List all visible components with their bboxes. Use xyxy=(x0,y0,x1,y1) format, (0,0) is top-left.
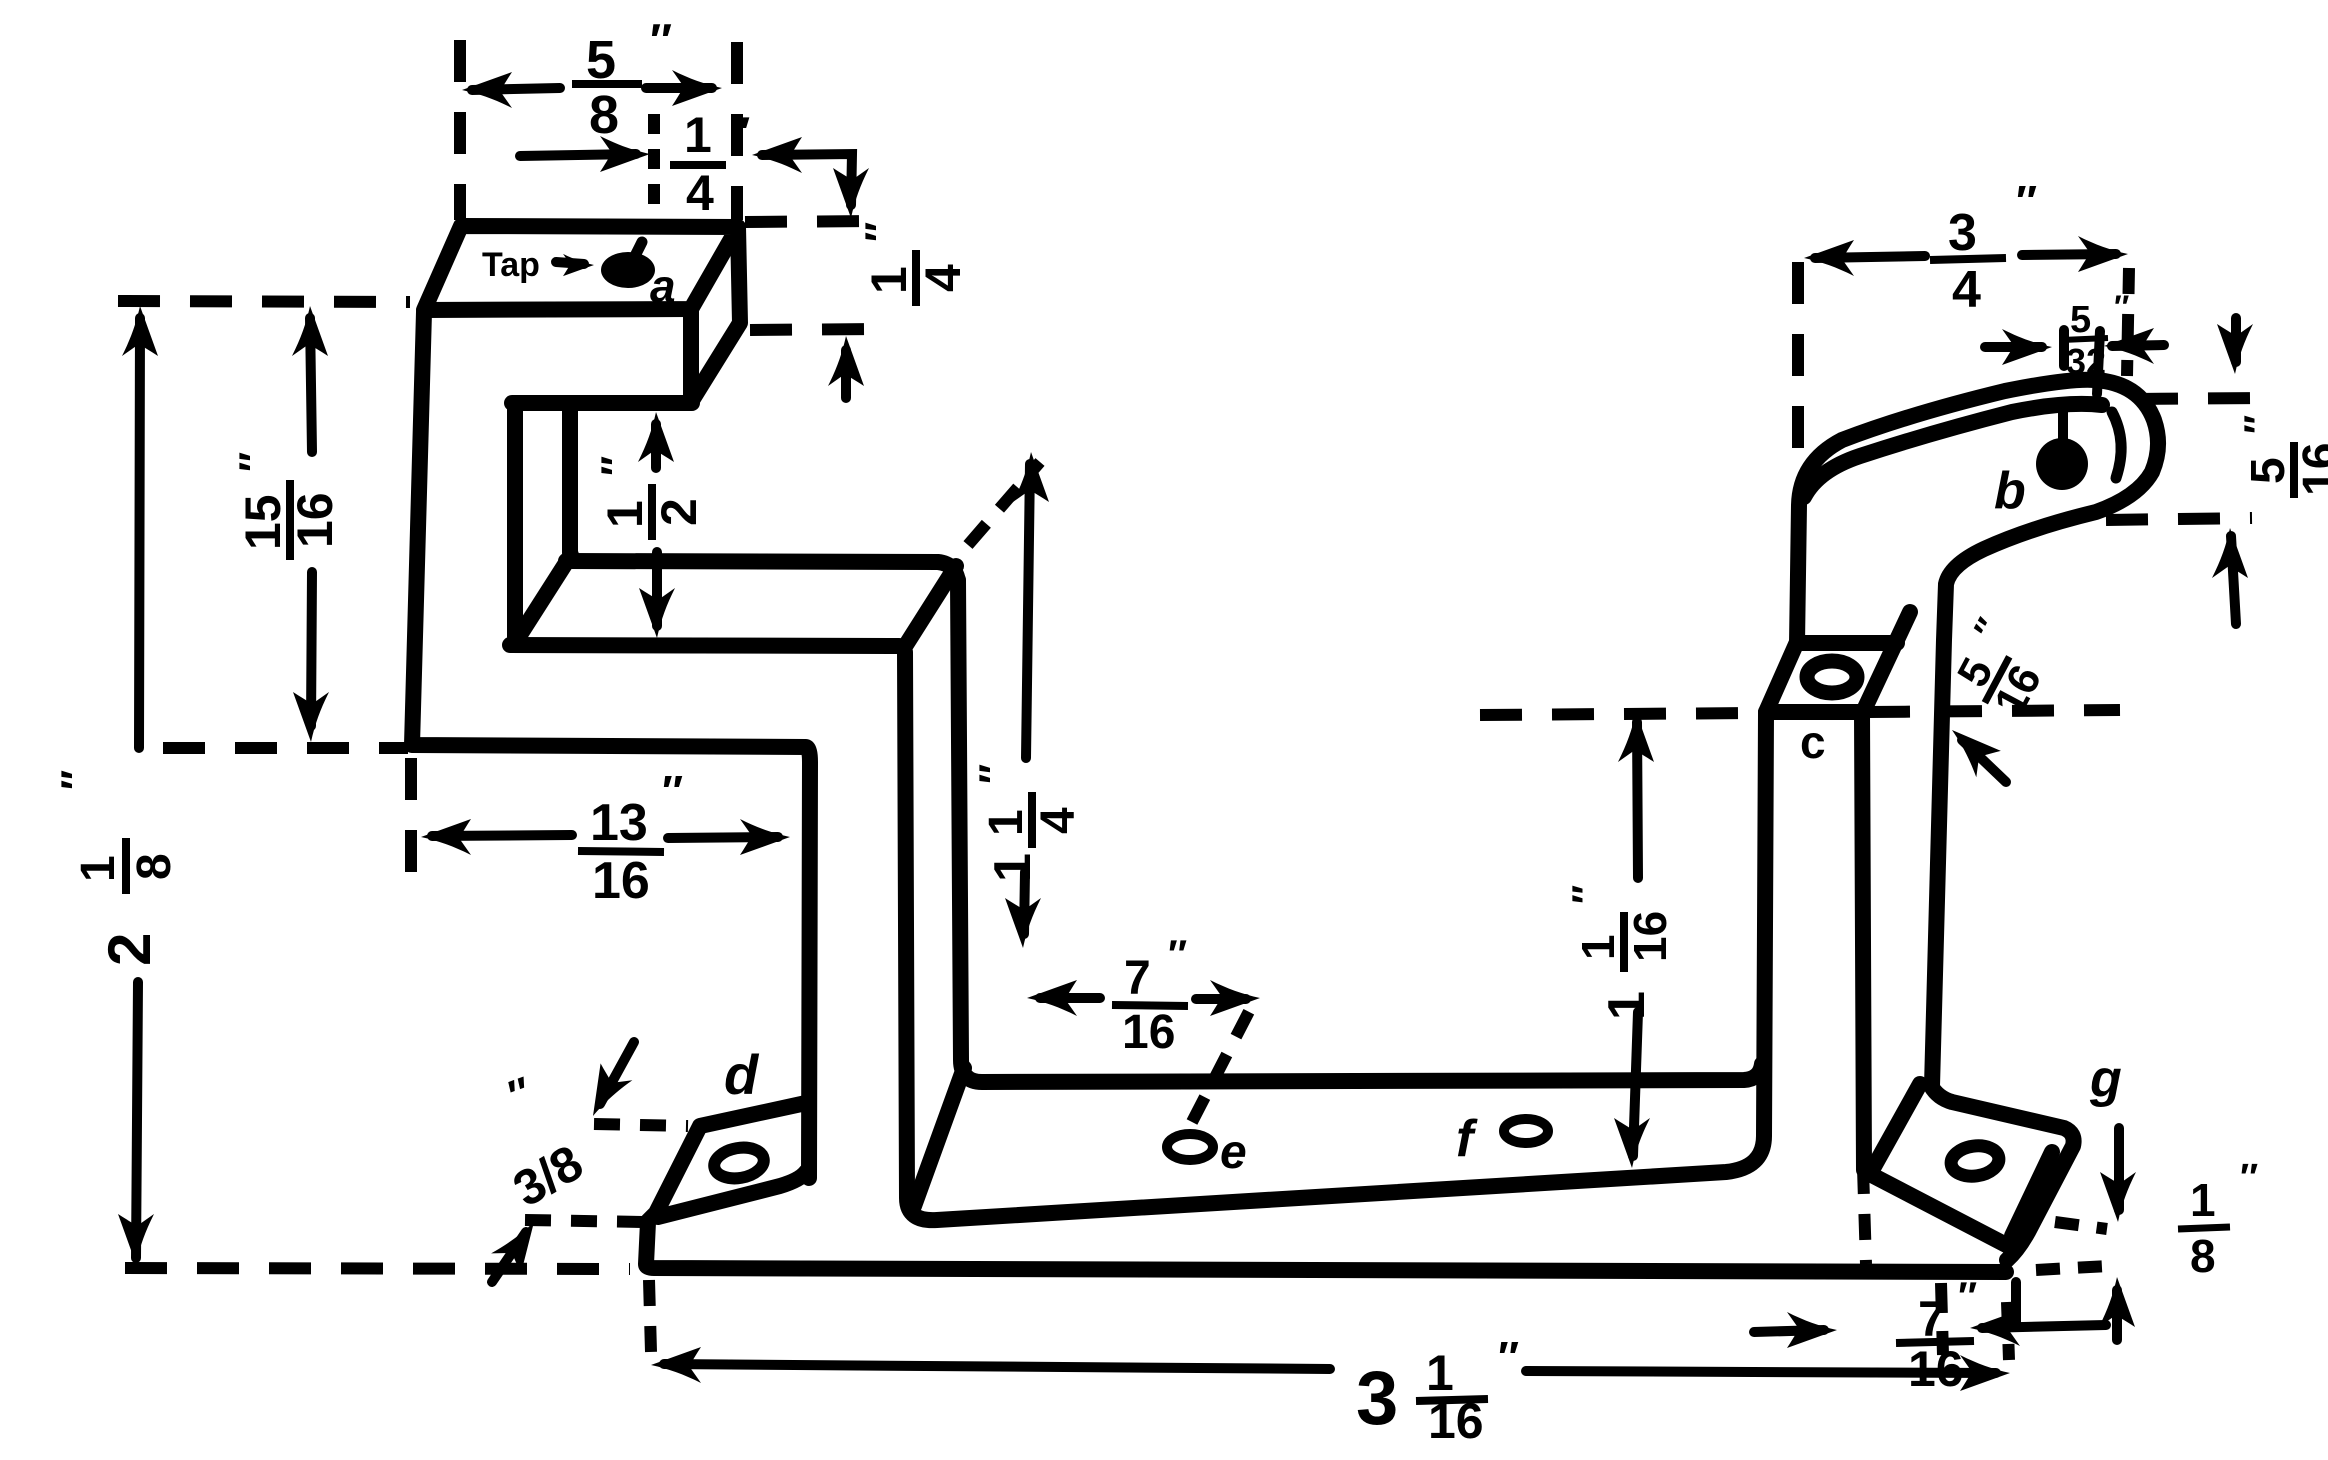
svg-text:″: ″ xyxy=(730,108,750,155)
svg-text:1: 1 xyxy=(861,266,917,294)
svg-text:″: ″ xyxy=(1168,933,1187,977)
svg-text:2: 2 xyxy=(651,498,707,526)
svg-text:″: ″ xyxy=(650,14,672,66)
svg-text:c: c xyxy=(1800,716,1826,768)
svg-text:Tap: Tap xyxy=(482,246,540,284)
svg-text:16: 16 xyxy=(1122,1006,1175,1059)
svg-text:16: 16 xyxy=(2294,443,2328,496)
svg-text:″: ″ xyxy=(2016,177,2037,226)
svg-text:1: 1 xyxy=(984,853,1042,882)
svg-text:1: 1 xyxy=(1426,1345,1454,1401)
svg-text:5: 5 xyxy=(2070,299,2091,341)
svg-text:″: ″ xyxy=(52,770,99,790)
svg-text:b: b xyxy=(1994,462,2026,520)
svg-text:″: ″ xyxy=(2240,1157,2258,1199)
svg-text:1: 1 xyxy=(684,107,712,163)
svg-text:″: ″ xyxy=(1565,885,1609,904)
svg-text:8: 8 xyxy=(128,853,181,880)
svg-text:16: 16 xyxy=(1428,1393,1484,1449)
svg-text:13: 13 xyxy=(590,794,648,852)
svg-text:3: 3 xyxy=(1356,1356,1398,1441)
svg-text:7: 7 xyxy=(1124,952,1151,1005)
svg-text:16: 16 xyxy=(1624,911,1676,962)
svg-text:″: ″ xyxy=(592,456,639,476)
svg-text:16: 16 xyxy=(592,852,650,910)
svg-text:″: ″ xyxy=(1958,1275,1977,1319)
svg-text:″: ″ xyxy=(2114,289,2129,325)
svg-text:16: 16 xyxy=(287,492,343,548)
svg-text:1: 1 xyxy=(1572,934,1624,960)
svg-text:1: 1 xyxy=(1598,991,1656,1020)
svg-text:a: a xyxy=(650,260,676,312)
svg-text:4: 4 xyxy=(1032,807,1085,834)
svg-text:g: g xyxy=(2089,1050,2122,1108)
svg-text:16: 16 xyxy=(1908,1341,1964,1397)
svg-text:″: ″ xyxy=(856,222,903,242)
svg-text:1: 1 xyxy=(597,500,653,528)
svg-text:″: ″ xyxy=(662,767,683,816)
svg-text:4: 4 xyxy=(1952,261,1981,319)
svg-text:1: 1 xyxy=(980,809,1033,836)
svg-text:1: 1 xyxy=(2190,1174,2216,1226)
svg-text:32: 32 xyxy=(2066,341,2106,382)
svg-text:2: 2 xyxy=(96,933,163,966)
svg-text:f: f xyxy=(1456,1110,1478,1168)
svg-text:1: 1 xyxy=(72,855,125,882)
svg-text:3: 3 xyxy=(1948,204,1977,262)
svg-text:e: e xyxy=(1220,1126,1247,1179)
svg-text:8: 8 xyxy=(589,85,619,145)
svg-text:7: 7 xyxy=(1918,1291,1946,1347)
svg-text:″: ″ xyxy=(1498,1333,1519,1382)
svg-text:″: ″ xyxy=(970,764,1017,784)
svg-text:5: 5 xyxy=(2242,457,2295,484)
svg-text:4: 4 xyxy=(915,264,971,292)
svg-text:4: 4 xyxy=(686,165,714,221)
svg-text:d: d xyxy=(724,1043,760,1106)
svg-text:″: ″ xyxy=(230,452,277,472)
svg-text:15: 15 xyxy=(235,494,291,550)
svg-text:″: ″ xyxy=(2237,415,2281,434)
svg-text:8: 8 xyxy=(2190,1230,2216,1282)
